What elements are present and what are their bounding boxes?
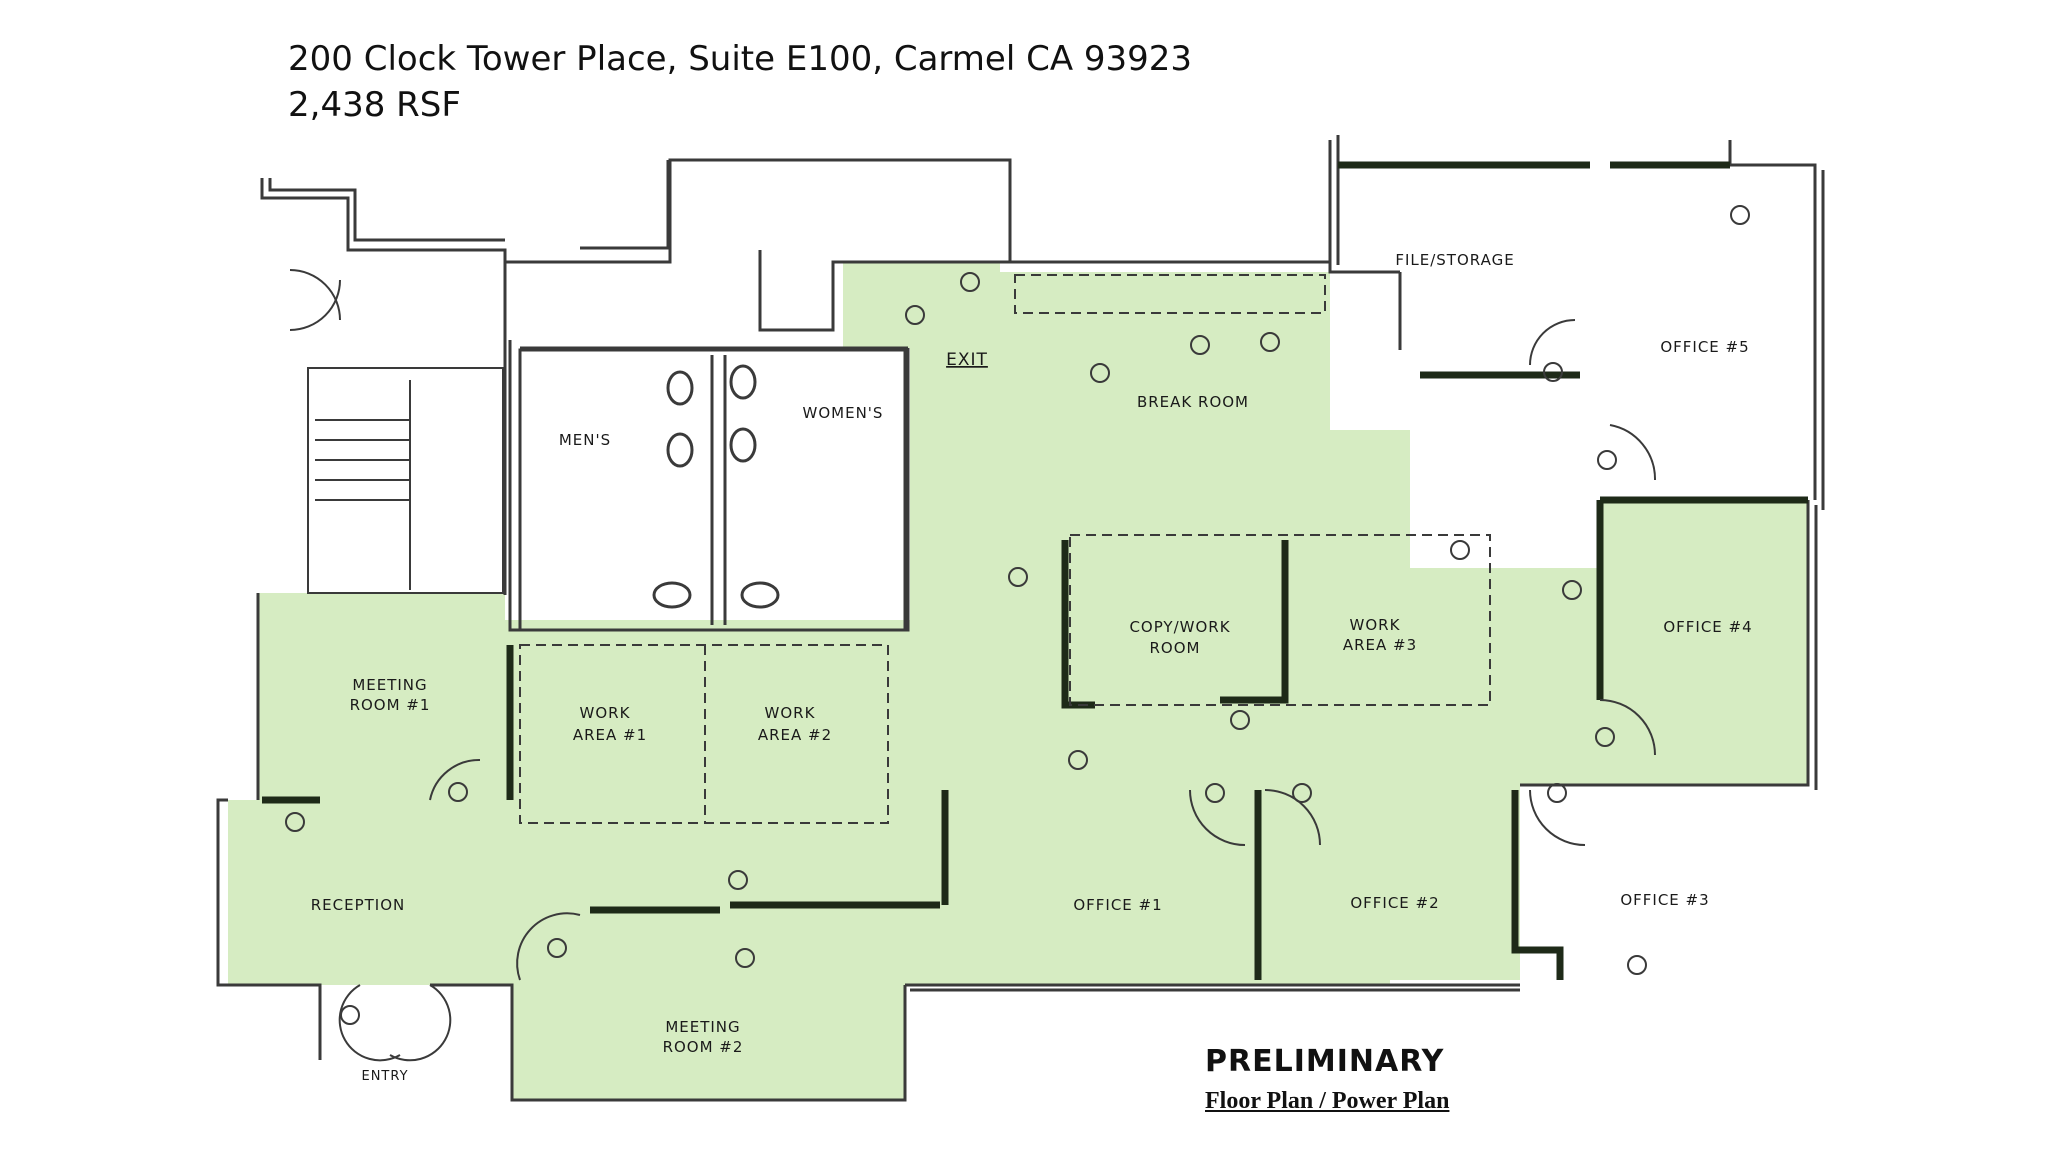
copy-room-label-line1: COPY/WORK: [1129, 618, 1230, 636]
outlet-icon: [1543, 362, 1563, 382]
door-swings: [289, 269, 1657, 1062]
outlet-icon: [1068, 750, 1088, 770]
break-room-label: BREAK ROOM: [1137, 393, 1249, 411]
outlet-icon: [1190, 335, 1210, 355]
work-area-dashes: [519, 274, 1491, 824]
meeting1-label-line2: ROOM #1: [350, 696, 431, 714]
outlet-icon: [1597, 450, 1617, 470]
work1-label-line1: WORK: [580, 704, 631, 722]
outlet-icon: [1230, 710, 1250, 730]
work2-label-line1: WORK: [765, 704, 816, 722]
outlet-icon: [1450, 540, 1470, 560]
office1-label: OFFICE #1: [1073, 896, 1162, 914]
outlet-icon: [1562, 580, 1582, 600]
outlet-icon: [1547, 783, 1567, 803]
thick-walls: [262, 161, 1808, 980]
outlet-icon: [1730, 205, 1750, 225]
outlet-icon: [1205, 783, 1225, 803]
office3-label: OFFICE #3: [1620, 891, 1709, 909]
outlet-icon: [728, 870, 748, 890]
outlet-icon: [1627, 955, 1647, 975]
outlet-icon: [1595, 727, 1615, 747]
outlet-icon: [448, 782, 468, 802]
outlet-icon: [960, 272, 980, 292]
stair-block: [307, 367, 504, 594]
meeting2-label-line1: MEETING: [665, 1018, 740, 1036]
area-line: 2,438 RSF: [288, 85, 461, 125]
outlet-icon: [340, 1005, 360, 1025]
womens-label: WOMEN'S: [803, 404, 884, 422]
outlet-icon: [1008, 567, 1028, 587]
address-line: 200 Clock Tower Place, Suite E100, Carme…: [288, 39, 1193, 79]
work1-label-line2: AREA #1: [573, 726, 647, 744]
work3-label-line1: WORK: [1350, 616, 1401, 634]
outlet-icon: [735, 948, 755, 968]
outlet-icon: [905, 305, 925, 325]
office5-label: OFFICE #5: [1660, 338, 1749, 356]
file-storage-label: FILE/STORAGE: [1395, 251, 1514, 269]
office4-label: OFFICE #4: [1663, 618, 1752, 636]
outlet-icon: [1090, 363, 1110, 383]
reception-label: RECEPTION: [311, 896, 406, 914]
office2-label: OFFICE #2: [1350, 894, 1439, 912]
plan-header: 200 Clock Tower Place, Suite E100, Carme…: [288, 36, 1192, 128]
preliminary-stamp: PRELIMINARY: [1205, 1044, 1445, 1079]
meeting2-label-line2: ROOM #2: [663, 1038, 744, 1056]
outlet-icon: [1260, 332, 1280, 352]
copy-room-label-line2: ROOM: [1150, 639, 1201, 657]
exit-label: EXIT: [946, 350, 988, 370]
plan-subtitle: Floor Plan / Power Plan: [1205, 1088, 1450, 1114]
mens-label: MEN'S: [559, 431, 611, 449]
leased-area-highlight: [228, 262, 1808, 1100]
outlet-symbols: [285, 205, 1750, 1025]
outlet-icon: [547, 938, 567, 958]
outlet-icon: [1292, 783, 1312, 803]
work3-label-line2: AREA #3: [1343, 636, 1417, 654]
work2-label-line2: AREA #2: [758, 726, 832, 744]
entry-label: ENTRY: [361, 1069, 408, 1084]
restroom-block: [518, 348, 907, 632]
outlet-icon: [285, 812, 305, 832]
meeting1-label-line1: MEETING: [352, 676, 427, 694]
